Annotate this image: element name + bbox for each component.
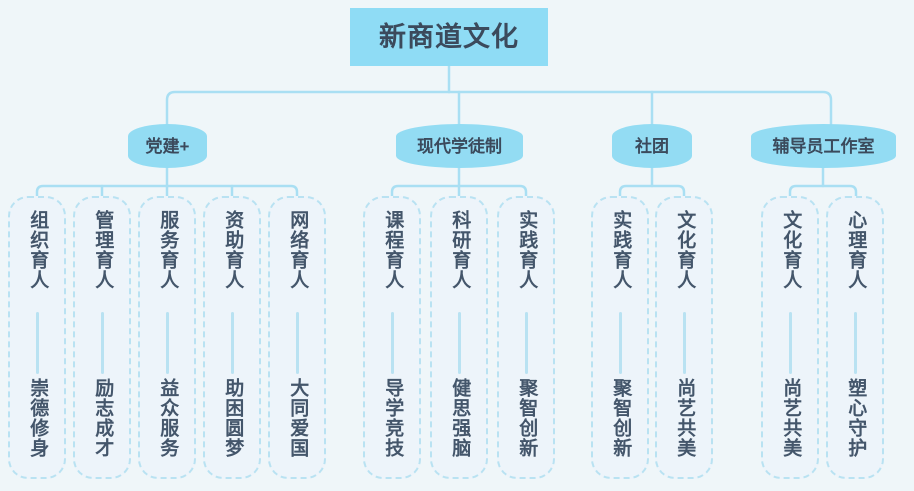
leaf-card[interactable]: 课程育人 导学竞技	[363, 196, 421, 479]
leaf-divider	[295, 312, 299, 374]
leaf-divider	[682, 312, 686, 374]
leaf-bottom-label: 聚智创新	[610, 378, 632, 458]
leaf-top-label: 网络育人	[287, 210, 309, 290]
leaf-top-label: 课程育人	[382, 210, 404, 290]
leaf-card[interactable]: 网络育人 大同爱国	[268, 196, 326, 479]
leaf-top-label: 科研育人	[449, 210, 471, 290]
leaf-divider	[457, 312, 461, 374]
branch-label: 辅导员工作室	[772, 136, 875, 156]
leaf-bottom-label: 健思强脑	[449, 378, 471, 458]
leaf-card[interactable]: 实践育人 聚智创新	[591, 196, 649, 479]
leaf-bottom-label: 大同爱国	[287, 378, 309, 458]
branch-label: 党建+	[145, 136, 190, 156]
leaf-card[interactable]: 实践育人 聚智创新	[497, 196, 555, 479]
leaf-bottom-label: 导学竞技	[382, 378, 404, 458]
leaf-card[interactable]: 心理育人 塑心守护	[826, 196, 884, 479]
leaf-divider	[165, 312, 169, 374]
leaf-top-label: 资助育人	[222, 210, 244, 290]
leaf-top-label: 心理育人	[845, 210, 867, 290]
leaf-bottom-label: 助困圆梦	[222, 378, 244, 458]
leaf-top-label: 文化育人	[674, 210, 696, 290]
leaf-divider	[853, 312, 857, 374]
leaf-top-label: 实践育人	[610, 210, 632, 290]
leaf-bottom-label: 崇德修身	[27, 378, 49, 458]
leaf-top-label: 服务育人	[157, 210, 179, 290]
leaf-card[interactable]: 文化育人 尚艺共美	[655, 196, 713, 479]
branch-label: 现代学徒制	[417, 136, 502, 156]
leaf-divider	[230, 312, 234, 374]
leaf-card[interactable]: 服务育人 益众服务	[138, 196, 196, 479]
branch-node-fudaoyuan[interactable]: 辅导员工作室	[751, 124, 896, 168]
leaf-top-label: 管理育人	[92, 210, 114, 290]
leaf-bottom-label: 益众服务	[157, 378, 179, 458]
leaf-bottom-label: 励志成才	[92, 378, 114, 458]
branch-node-shetuan[interactable]: 社团	[612, 124, 692, 168]
leaf-top-label: 组织育人	[27, 210, 49, 290]
leaf-divider	[35, 312, 39, 374]
branch-label: 社团	[635, 136, 669, 156]
leaf-divider	[100, 312, 104, 374]
root-node[interactable]: 新商道文化	[350, 8, 548, 66]
leaf-divider	[618, 312, 622, 374]
leaf-divider	[390, 312, 394, 374]
leaf-bottom-label: 尚艺共美	[674, 378, 696, 458]
branch-node-dangjian[interactable]: 党建+	[128, 124, 207, 168]
leaf-top-label: 文化育人	[780, 210, 802, 290]
leaf-divider	[788, 312, 792, 374]
leaf-bottom-label: 尚艺共美	[780, 378, 802, 458]
leaf-card[interactable]: 管理育人 励志成才	[73, 196, 131, 479]
leaf-bottom-label: 塑心守护	[845, 378, 867, 458]
leaf-top-label: 实践育人	[516, 210, 538, 290]
branch-node-xiandaixuetuzhi[interactable]: 现代学徒制	[396, 124, 523, 168]
leaf-card[interactable]: 组织育人 崇德修身	[8, 196, 66, 479]
leaf-card[interactable]: 科研育人 健思强脑	[430, 196, 488, 479]
leaf-card[interactable]: 文化育人 尚艺共美	[761, 196, 819, 479]
leaf-divider	[524, 312, 528, 374]
leaf-bottom-label: 聚智创新	[516, 378, 538, 458]
level2-bus	[165, 90, 833, 126]
leaf-card[interactable]: 资助育人 助困圆梦	[203, 196, 261, 479]
root-node-label: 新商道文化	[379, 21, 519, 52]
